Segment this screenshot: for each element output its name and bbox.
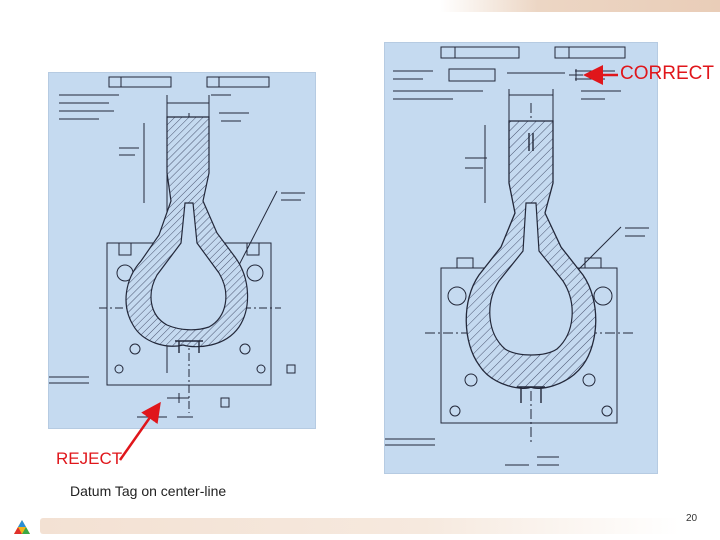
slide-footer (0, 512, 720, 540)
right-engineering-drawing (384, 42, 658, 474)
top-accent-bar (440, 0, 720, 12)
tri-color-logo-icon (14, 520, 30, 534)
right-drawing-graphic (385, 46, 649, 466)
left-engineering-drawing (48, 72, 316, 429)
caption-text: Datum Tag on center-line (70, 483, 227, 499)
correct-label: CORRECT (620, 63, 714, 84)
page-number: 20 (686, 513, 698, 524)
reject-label: REJECT (56, 449, 123, 468)
left-drawing-graphic (49, 76, 305, 418)
footer-band (40, 518, 680, 534)
